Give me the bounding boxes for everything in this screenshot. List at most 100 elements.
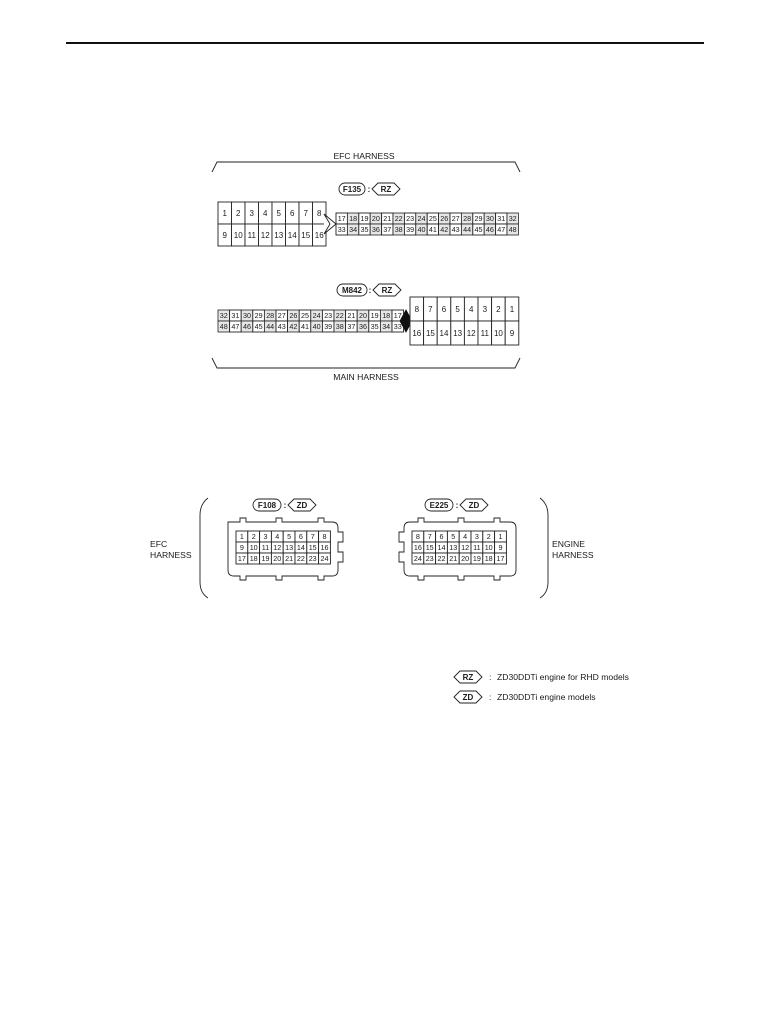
pin-number: 22 (297, 554, 305, 563)
pin-number: 37 (383, 225, 391, 234)
connector-id-m842: M842 (342, 286, 363, 295)
pin-number: 5 (455, 305, 460, 314)
pin-number: 27 (452, 214, 460, 223)
pin-number: 8 (323, 532, 327, 541)
engine-label-line2: HARNESS (552, 550, 594, 560)
pin-number: 38 (336, 322, 344, 331)
pin-number: 10 (234, 231, 243, 240)
pin-cell (312, 223, 327, 247)
pin-number: 17 (497, 554, 505, 563)
engine-label-line1: ENGINE (552, 539, 585, 549)
pin-number: 30 (486, 214, 494, 223)
pin-number: 14 (438, 543, 446, 552)
connector-tag-f135: F135 : RZ (338, 182, 401, 196)
legend-code: RZ (463, 673, 474, 682)
pin-number: 5 (287, 532, 291, 541)
pin-number: 46 (243, 322, 251, 331)
pin-number: 2 (487, 532, 491, 541)
pin-number: 13 (449, 543, 457, 552)
connector-id-badge (424, 498, 454, 512)
pin-number: 24 (313, 311, 321, 320)
pin-number: 21 (347, 311, 355, 320)
pin-number: 37 (347, 322, 355, 331)
pin-number: 6 (442, 305, 447, 314)
pin-number: 22 (336, 311, 344, 320)
pin-number: 43 (452, 225, 460, 234)
pin-number: 25 (301, 311, 309, 320)
pin-number: 19 (361, 214, 369, 223)
connector-tag-m842: M842 : RZ (336, 283, 402, 297)
connector-id-badge (252, 498, 282, 512)
pin-number: 23 (324, 311, 332, 320)
pin-number: 13 (285, 543, 293, 552)
top-rule (66, 42, 704, 44)
main-harness-bracket (211, 357, 521, 369)
efc-label-line1: EFC (150, 539, 167, 549)
connector-id-f135: F135 (343, 185, 362, 194)
pin-number: 15 (301, 231, 310, 240)
legend-separator: : (489, 672, 491, 682)
legend-description: ZD30DDTi engine models (497, 692, 596, 702)
pin-number: 8 (415, 305, 420, 314)
pin-number: 19 (371, 311, 379, 320)
pin-number: 1 (223, 209, 228, 218)
pin-number: 18 (250, 554, 258, 563)
pin-number: 6 (440, 532, 444, 541)
pin-number: 11 (262, 543, 269, 552)
pin-number: 7 (428, 532, 432, 541)
pin-number: 47 (231, 322, 239, 331)
pin-number: 22 (438, 554, 446, 563)
pin-number: 23 (426, 554, 434, 563)
pin-number: 18 (382, 311, 390, 320)
pin-number: 39 (324, 322, 332, 331)
efc-harness-brace (199, 497, 209, 599)
pin-number: 14 (297, 543, 305, 552)
pin-number: 17 (338, 214, 346, 223)
tag-separator: : (284, 501, 287, 510)
pin-number: 35 (371, 322, 379, 331)
model-code-badge (371, 182, 401, 196)
pin-number: 15 (426, 543, 434, 552)
pin-number: 8 (317, 209, 322, 218)
pin-number: 31 (231, 311, 239, 320)
pin-number: 21 (383, 214, 391, 223)
pin-number: 20 (461, 554, 469, 563)
pin-cell (318, 552, 331, 565)
pin-number: 40 (418, 225, 426, 234)
pin-number: 12 (261, 231, 270, 240)
pin-number: 2 (496, 305, 501, 314)
pin-number: 3 (475, 532, 479, 541)
model-code-badge (459, 498, 489, 512)
pin-number: 11 (473, 543, 480, 552)
legend-item-rz: RZ : ZD30DDTi engine for RHD models (453, 670, 629, 684)
pin-number: 33 (338, 225, 346, 234)
pin-number: 38 (395, 225, 403, 234)
pin-number: 44 (266, 322, 274, 331)
pin-number: 46 (486, 225, 494, 234)
pin-number: 5 (277, 209, 282, 218)
pin-number: 7 (304, 209, 309, 218)
pin-number: 24 (321, 554, 329, 563)
model-code-zd: ZD (297, 501, 308, 510)
pin-number: 16 (321, 543, 329, 552)
tag-separator: : (368, 185, 371, 194)
main-harness-label: MAIN HARNESS (333, 372, 399, 382)
connector-tag-e225: E225 : ZD (424, 498, 489, 512)
pin-number: 26 (289, 311, 297, 320)
pin-number: 34 (349, 225, 357, 234)
pin-number: 45 (255, 322, 263, 331)
pin-cell (504, 320, 520, 346)
connector-id-f108: F108 (258, 501, 277, 510)
pin-number: 3 (483, 305, 488, 314)
pin-number: 20 (359, 311, 367, 320)
pin-number: 11 (248, 231, 257, 240)
pin-number: 14 (288, 231, 297, 240)
pin-number: 3 (250, 209, 255, 218)
